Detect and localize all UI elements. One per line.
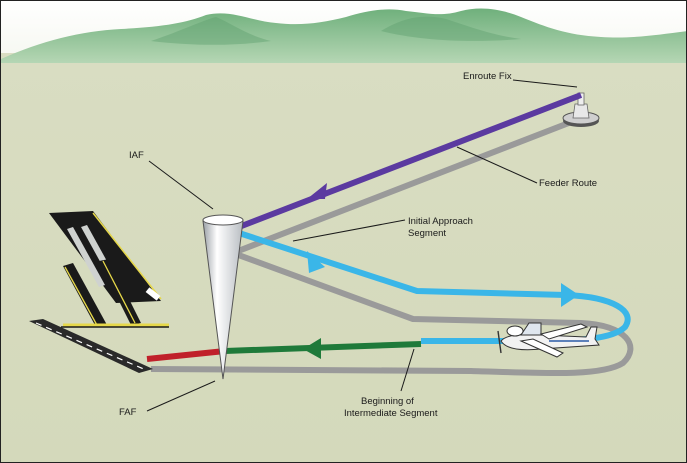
airport (29, 211, 169, 373)
initial-segment-arrow (307, 251, 325, 273)
runway-upper (49, 211, 161, 303)
taxiway (99, 259, 141, 325)
hill-shadow (381, 16, 521, 41)
feeder-route-arrow (307, 183, 327, 199)
taxiway (63, 263, 107, 327)
iaf-faf-cone-icon (202, 214, 244, 380)
beginning-intermediate-label-line2: Intermediate Segment (344, 408, 438, 419)
intermediate-segment-arrow (303, 338, 321, 359)
initial-approach-label-line1: Initial Approach (408, 216, 473, 227)
intermediate-segment-line (224, 341, 422, 354)
airplane-icon (497, 322, 600, 358)
iaf-label: IAF (129, 150, 144, 161)
feeder-route-line (237, 92, 583, 230)
terminal-building (67, 227, 105, 287)
beginning-intermediate-label-line1: Beginning of (361, 396, 414, 407)
final-segment-line (146, 348, 226, 362)
initial-approach-label-line2: Segment (408, 228, 446, 239)
hill-shadow (151, 17, 271, 45)
feeder-route-ground-track (231, 116, 581, 256)
approach-ground-track (150, 250, 634, 377)
feeder-route-label: Feeder Route (539, 178, 597, 189)
enroute-fix-label: Enroute Fix (463, 71, 512, 82)
enroute-fix-icon (562, 92, 600, 127)
faf-label: FAF (119, 407, 137, 418)
leader-lines (146, 79, 578, 412)
hills (1, 8, 686, 63)
initial-segment-arrow (561, 283, 579, 307)
